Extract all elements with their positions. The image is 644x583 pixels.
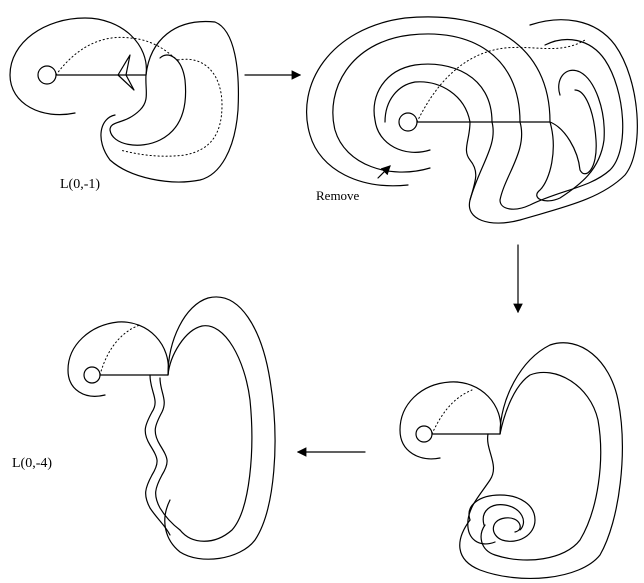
label-remove: Remove — [316, 188, 360, 203]
band-inner-2 — [550, 90, 596, 174]
label-l0-1: L(0,-1) — [60, 177, 100, 192]
dotted-arc — [432, 390, 472, 434]
knot-coil — [469, 495, 535, 541]
spiral-arc — [68, 322, 168, 396]
outer-band — [165, 297, 275, 559]
dotted-arc — [56, 37, 178, 75]
outer-loop-2 — [481, 372, 601, 560]
spiral-arc — [10, 18, 146, 115]
inner-band — [168, 326, 252, 542]
base-circle — [84, 367, 100, 383]
panel-bottom-right — [400, 343, 622, 579]
panel-mid-left: L(0,-4) — [12, 297, 275, 559]
base-circle — [416, 426, 432, 442]
band-inner — [492, 70, 604, 201]
base-circle — [399, 113, 417, 131]
panel-top-left: L(0,-1) — [10, 18, 238, 192]
panel-top-right: Remove — [307, 17, 638, 223]
spiral-2 — [385, 82, 470, 122]
spiral-4 — [307, 17, 550, 186]
base-circle — [38, 66, 56, 84]
outer-loop — [460, 343, 623, 579]
label-l0-4: L(0,-4) — [12, 456, 52, 471]
knot-coil-2 — [483, 505, 523, 530]
remove-arrow — [378, 166, 390, 178]
spiral-arc — [400, 382, 501, 459]
dotted-arc — [100, 325, 140, 375]
spiral-1 — [374, 64, 492, 152]
twist-tab — [118, 55, 134, 90]
knot-left — [468, 434, 495, 544]
outer-loop — [101, 22, 238, 182]
dotted-inner — [120, 59, 222, 156]
